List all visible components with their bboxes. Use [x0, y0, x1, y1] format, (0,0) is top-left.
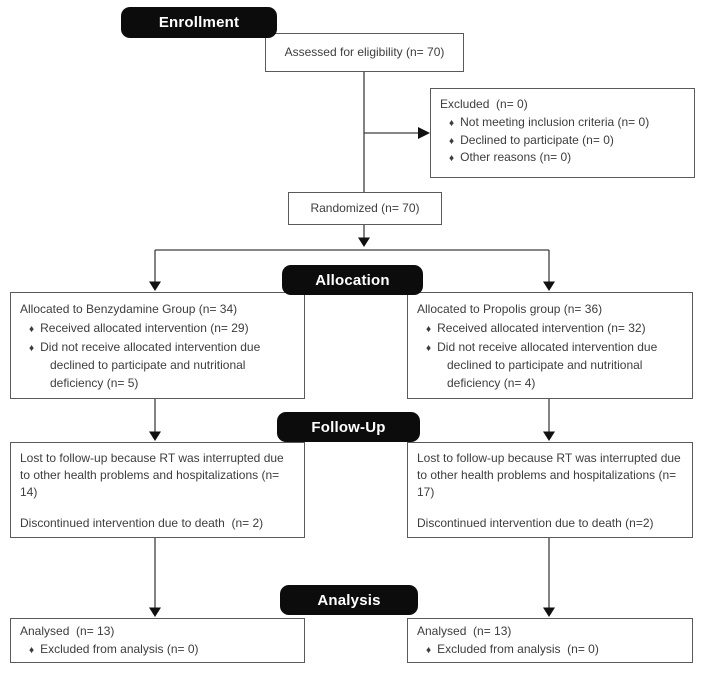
- analysis-left-title: Analysed (n= 13): [20, 624, 115, 638]
- stage-label-analysis-text: Analysis: [317, 591, 381, 609]
- analysis-left-item: ♦Excluded from analysis (n= 0): [29, 642, 199, 657]
- excluded-item: ♦Not meeting inclusion criteria (n= 0): [449, 115, 650, 130]
- diamond-bullet-icon: ♦: [29, 645, 35, 657]
- diamond-bullet-icon: ♦: [426, 324, 432, 335]
- diamond-bullet-icon: ♦: [426, 645, 432, 657]
- arrowhead-icon: [149, 431, 161, 441]
- allocation-left-item: ♦Received allocated intervention (n= 29): [29, 321, 249, 335]
- stage-label-followup-text: Follow-Up: [311, 418, 386, 436]
- diamond-bullet-icon: ♦: [449, 135, 455, 147]
- analysis-right-box: Analysed (n= 13) ♦Excluded from analysis…: [407, 618, 693, 663]
- assessed-text: Assessed for eligibility (n= 70): [284, 44, 445, 59]
- arrowhead-icon: [543, 431, 555, 441]
- followup-right-discontinued: Discontinued intervention due to death (…: [417, 516, 654, 531]
- arrowhead-icon: [418, 127, 430, 139]
- diamond-bullet-icon: ♦: [449, 118, 455, 130]
- arrowhead-icon: [149, 607, 161, 617]
- stage-label-followup: Follow-Up: [277, 412, 420, 442]
- followup-right-box: Lost to follow-up because RT was interru…: [407, 442, 693, 538]
- allocation-propolis-box: Allocated to Propolis group (n= 36) ♦Rec…: [407, 292, 693, 399]
- followup-left-discontinued: Discontinued intervention due to death (…: [20, 516, 264, 531]
- followup-right-lost: Lost to follow-up because RT was interru…: [417, 451, 685, 500]
- followup-left-box: Lost to follow-up because RT was interru…: [10, 442, 305, 538]
- diamond-bullet-icon: ♦: [29, 324, 35, 335]
- arrowhead-icon: [358, 237, 370, 247]
- allocation-right-item: ♦Received allocated intervention (n= 32): [426, 321, 646, 335]
- stage-label-analysis: Analysis: [280, 585, 418, 615]
- analysis-left-box: Analysed (n= 13) ♦Excluded from analysis…: [10, 618, 305, 663]
- allocation-benzydamine-box: Allocated to Benzydamine Group (n= 34) ♦…: [10, 292, 305, 399]
- diamond-bullet-icon: ♦: [449, 153, 455, 165]
- allocation-right-item: ♦Did not receive allocated intervention …: [426, 340, 661, 390]
- analysis-right-item: ♦Excluded from analysis (n= 0): [426, 642, 599, 657]
- excluded-title: Excluded (n= 0): [440, 97, 528, 111]
- excluded-item: ♦Other reasons (n= 0): [449, 150, 572, 165]
- analysis-right-title: Analysed (n= 13): [417, 624, 512, 638]
- excluded-item: ♦Declined to participate (n= 0): [449, 132, 614, 147]
- allocation-left-title: Allocated to Benzydamine Group (n= 34): [20, 302, 238, 316]
- arrowhead-icon: [543, 281, 555, 291]
- excluded-box: Excluded (n= 0) ♦Not meeting inclusion c…: [430, 88, 695, 178]
- arrowhead-icon: [543, 607, 555, 617]
- stage-label-enrollment: Enrollment: [121, 7, 277, 38]
- diamond-bullet-icon: ♦: [29, 343, 35, 354]
- diamond-bullet-icon: ♦: [426, 343, 432, 354]
- allocation-right-title: Allocated to Propolis group (n= 36): [417, 302, 603, 316]
- stage-label-allocation: Allocation: [282, 265, 423, 295]
- followup-left-lost: Lost to follow-up because RT was interru…: [20, 451, 288, 500]
- arrowhead-icon: [149, 281, 161, 291]
- stage-label-allocation-text: Allocation: [315, 271, 390, 289]
- stage-label-enrollment-text: Enrollment: [158, 14, 240, 31]
- assessed-box: Assessed for eligibility (n= 70): [265, 33, 464, 72]
- randomized-text: Randomized (n= 70): [310, 200, 420, 215]
- allocation-left-item: ♦Did not receive allocated intervention …: [29, 340, 264, 390]
- randomized-box: Randomized (n= 70): [288, 192, 442, 225]
